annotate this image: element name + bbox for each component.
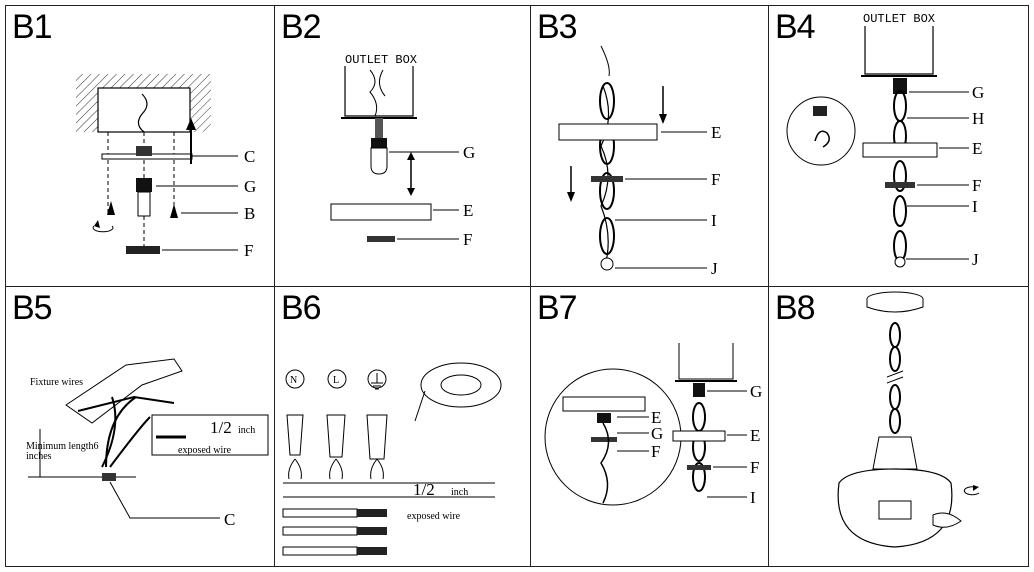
label-f: F (463, 230, 472, 249)
label-i: I (711, 211, 717, 230)
bulb (932, 512, 962, 528)
nut (136, 146, 152, 156)
step-number: B4 (775, 8, 816, 46)
threaded-rod (375, 118, 383, 138)
b8-illustration (837, 291, 980, 548)
half-label: 1/2 (210, 418, 232, 437)
outlet-box-label: OUTLET BOX (345, 53, 417, 67)
label-g: G (244, 177, 256, 196)
detail-label-g: G (651, 424, 663, 443)
ring-f (367, 236, 395, 242)
detail-box (151, 414, 269, 456)
panel-b1: B1 (5, 5, 275, 287)
chain (889, 322, 901, 434)
socket-cap (136, 178, 152, 192)
inches-label: inches (26, 451, 52, 462)
step-number: B1 (12, 8, 53, 46)
ring-f (885, 182, 915, 188)
step-number: B2 (281, 8, 322, 46)
live-label: L (333, 375, 339, 386)
chain (599, 82, 615, 255)
label-g: G (463, 143, 475, 162)
neutral-label: N (290, 375, 297, 386)
canopy-e (558, 123, 658, 141)
label-i: I (972, 197, 978, 216)
b4-illustration: OUTLET BOX G H E (786, 12, 984, 269)
exposed-wire-samples (282, 508, 387, 556)
label-j: J (711, 259, 718, 278)
label-b: B (244, 204, 255, 223)
label-e: E (463, 201, 473, 220)
fixture-wires-label: Fixture wires (30, 377, 83, 388)
label-c: C (244, 147, 255, 166)
label-f: F (244, 241, 253, 260)
label-f: F (711, 170, 720, 189)
exposed-label: exposed wire (178, 445, 232, 456)
socket (370, 147, 388, 175)
panel-b3: B3 E F I J (530, 5, 769, 287)
detail-label-e: E (651, 408, 661, 427)
panel-b6: B6 N L (274, 286, 531, 567)
wire-stripper (65, 358, 183, 424)
inch-label: inch (238, 425, 255, 436)
chain (893, 90, 907, 262)
b5-illustration: Fixture wires Minimum length6 inches 1/2… (26, 358, 269, 529)
ring-f (591, 176, 623, 182)
ring-f (126, 246, 160, 254)
step-number: B6 (281, 289, 322, 327)
label-g: G (750, 382, 762, 401)
label-e: E (750, 426, 760, 445)
step-number: B8 (775, 289, 816, 327)
canopy-e (330, 203, 432, 221)
canopy-e (862, 142, 938, 158)
b1-illustration: C G B F (76, 74, 256, 260)
label-c: C (224, 510, 235, 529)
socket-cup (872, 436, 918, 470)
step-number: B5 (12, 289, 53, 327)
panel-b5: B5 Fixture wires Minimum length6 inches … (5, 286, 275, 567)
outlet-box-label: OUTLET BOX (863, 12, 935, 26)
b7-illustration: E G F G E F I (544, 343, 762, 507)
detail-label-f: F (651, 442, 660, 461)
panel-b8: B8 (768, 286, 1029, 567)
step-number: B7 (537, 289, 578, 327)
min-length-label: Minimum length6 (26, 441, 99, 452)
socket (137, 191, 151, 217)
b3-illustration: E F I J (558, 45, 721, 278)
panel-b2: B2 OUTLET BOX G E F (274, 5, 531, 287)
half-label: 1/2 (413, 480, 435, 499)
label-f: F (750, 458, 759, 477)
outlet-box (344, 66, 414, 117)
wire-connectors (286, 414, 388, 460)
outlet-box (97, 87, 191, 133)
label-e: E (711, 123, 721, 142)
label-f: F (972, 176, 981, 195)
label-j: J (972, 250, 979, 269)
up-arrow (186, 118, 196, 130)
screw-left (107, 201, 115, 215)
panel-b7: B7 E G F G (530, 286, 769, 567)
exposed-label: exposed wire (407, 511, 461, 522)
wire (137, 93, 148, 133)
step-number: B3 (537, 8, 578, 46)
label-e: E (972, 139, 982, 158)
chain (692, 402, 706, 492)
label-g: G (972, 83, 984, 102)
screw-right (170, 204, 178, 218)
b6-illustration: N L (282, 362, 502, 556)
panel-b4: B4 OUTLET BOX G (768, 5, 1029, 287)
label-i: I (750, 488, 756, 507)
b2-illustration: OUTLET BOX G E F (330, 53, 475, 249)
inch-label: inch (451, 487, 468, 498)
label-h: H (972, 109, 984, 128)
